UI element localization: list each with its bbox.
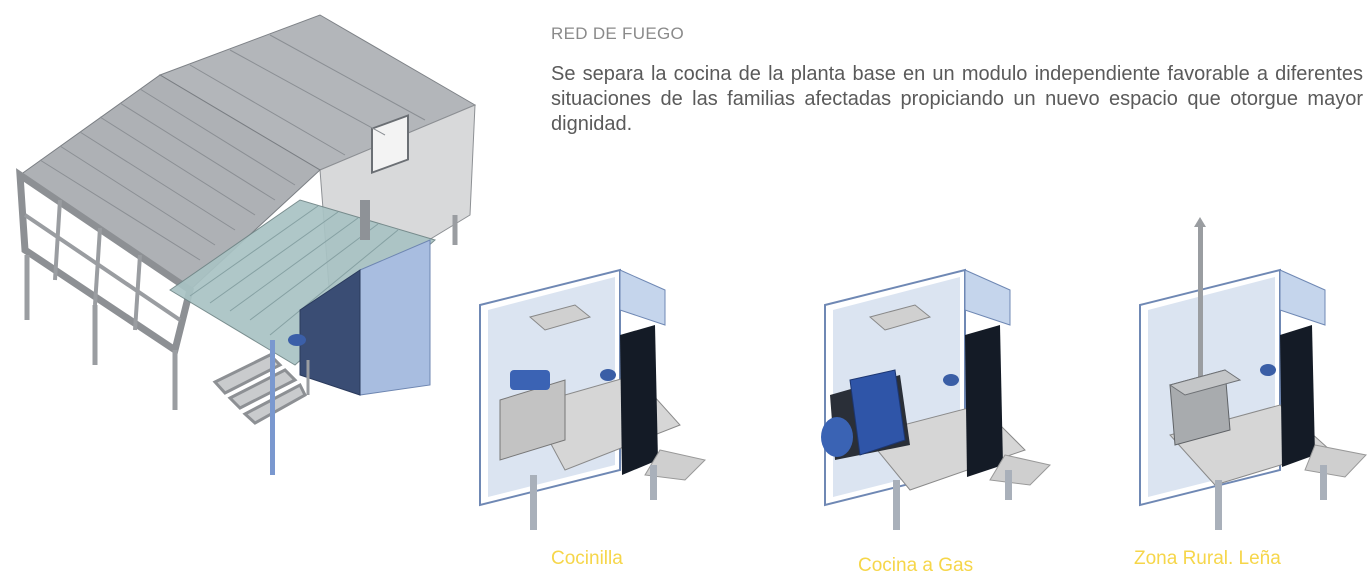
caption-cocinilla: Cocinilla xyxy=(551,548,623,569)
module-zona-rural-illustration xyxy=(1139,217,1367,530)
module-cocina-gas-illustration xyxy=(821,268,1051,530)
module-cocinilla-illustration xyxy=(479,268,706,530)
section-title: RED DE FUEGO xyxy=(551,24,685,43)
caption-cocina-gas: Cocina a Gas xyxy=(858,555,974,576)
section-description: Se separa la cocina de la planta base en… xyxy=(551,63,1363,135)
house-illustration xyxy=(16,14,477,475)
caption-zona-rural: Zona Rural. Leña xyxy=(1134,548,1281,569)
